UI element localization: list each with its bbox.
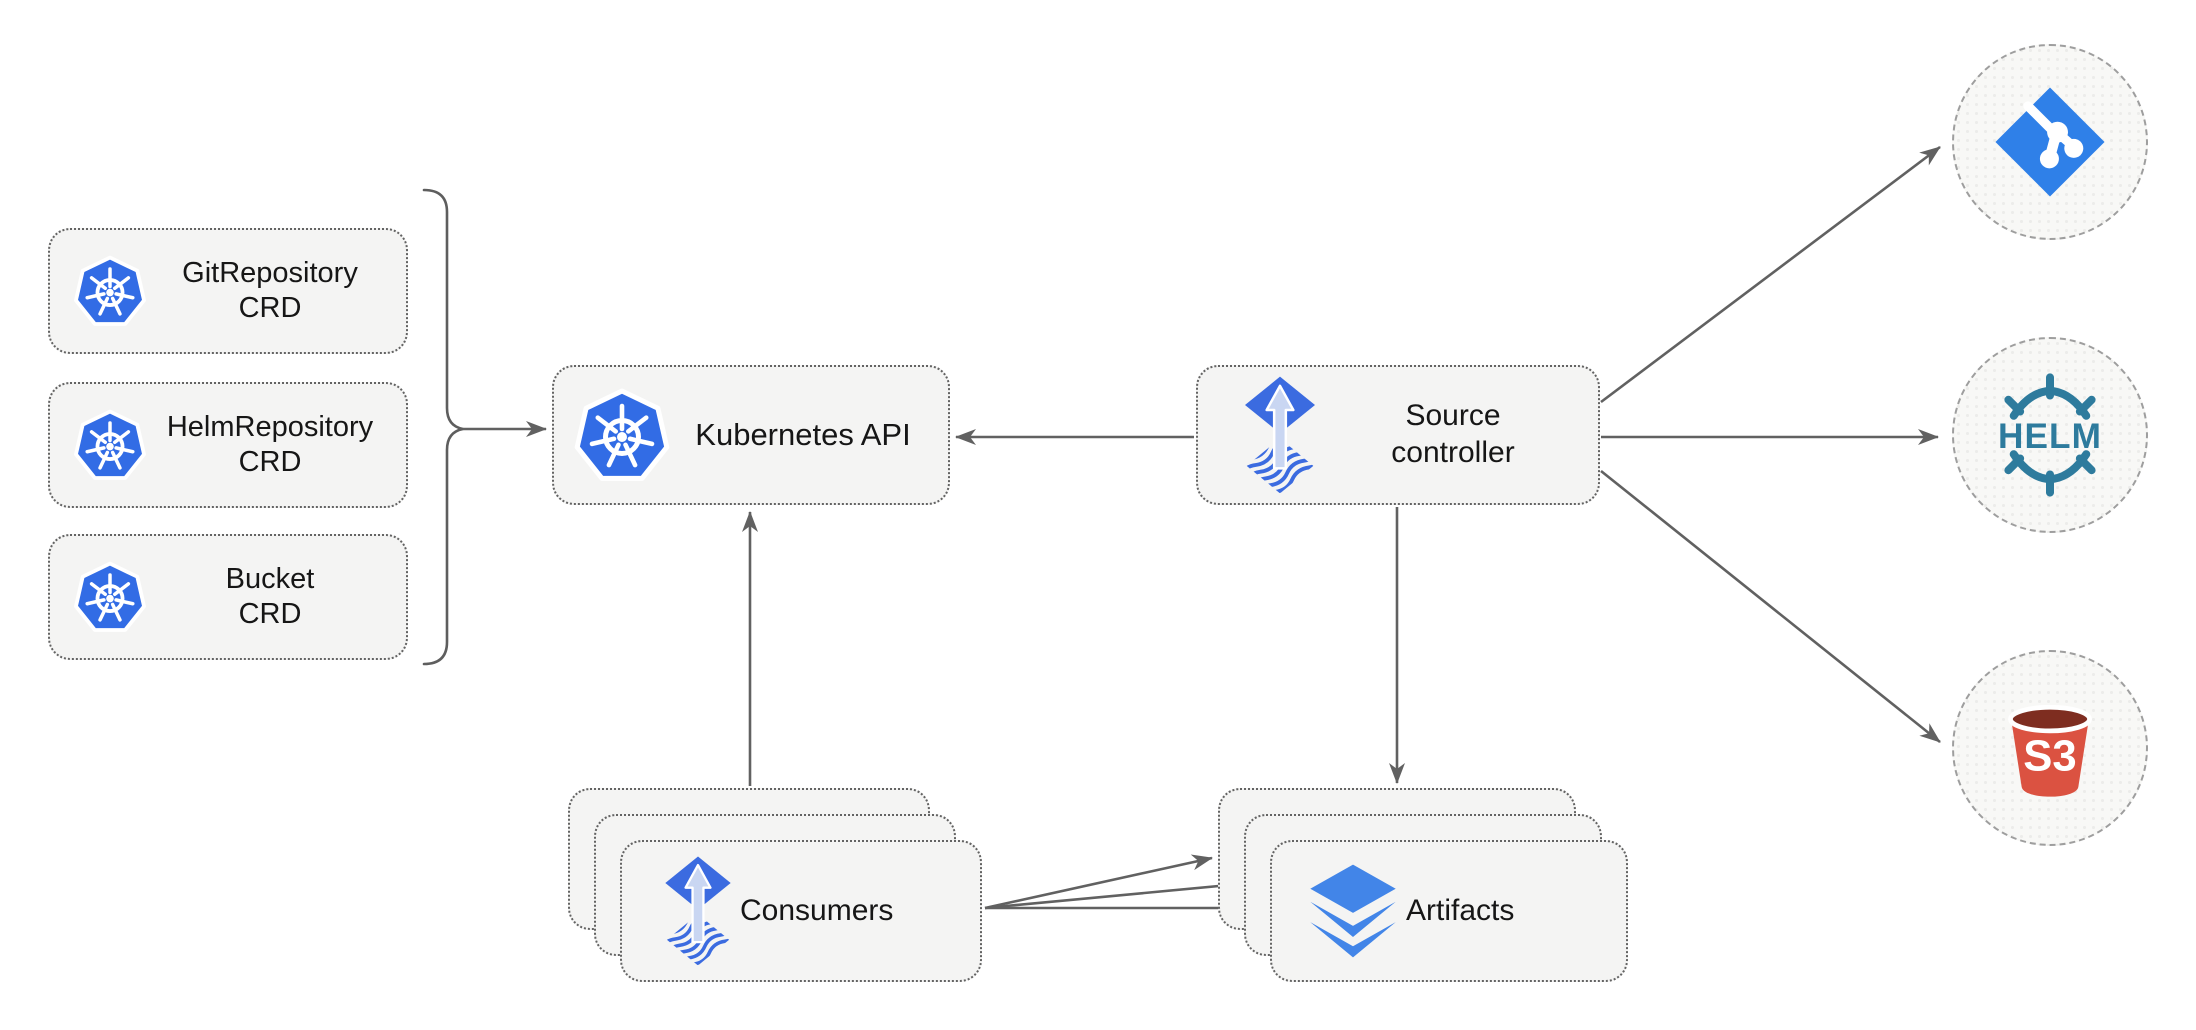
kubernetes-icon bbox=[72, 559, 148, 635]
kubernetes-api-label: Kubernetes API bbox=[695, 417, 911, 453]
kubernetes-icon bbox=[72, 407, 148, 483]
bucket-crd-label-line1: Bucket bbox=[225, 562, 315, 595]
arrow-consumers-to-artifacts-1 bbox=[984, 854, 1213, 910]
source-controller-label-line2: controller bbox=[1391, 436, 1515, 469]
gitrepository-crd-label-line1: GitRepository bbox=[182, 256, 358, 289]
s3-bucket-icon: S3 bbox=[1991, 689, 2109, 807]
helm-icon: HELM bbox=[1998, 371, 2102, 499]
kubernetes-icon bbox=[72, 253, 148, 329]
external-git bbox=[1952, 44, 2148, 240]
git-icon bbox=[1992, 84, 2108, 200]
source-controller-label-line1: Source bbox=[1405, 399, 1501, 433]
consumers-label: Consumers bbox=[740, 894, 894, 927]
arrow-source-controller-to-s3 bbox=[1600, 469, 1941, 744]
artifacts-label: Artifacts bbox=[1406, 894, 1515, 927]
node-source-controller: Source controller bbox=[1196, 365, 1600, 505]
bucket-crd-label: Bucket CRD bbox=[148, 562, 392, 633]
layers-icon bbox=[1300, 859, 1406, 963]
s3-label: S3 bbox=[2023, 731, 2076, 780]
crd-group-bracket bbox=[422, 188, 464, 666]
node-gitrepository-crd: GitRepository CRD bbox=[48, 228, 408, 354]
arrow-source-controller-to-git bbox=[1600, 145, 1941, 404]
gitrepository-crd-label: GitRepository CRD bbox=[148, 256, 392, 327]
external-s3: S3 bbox=[1952, 650, 2148, 846]
node-artifacts: Artifacts bbox=[1270, 840, 1628, 982]
kubernetes-icon bbox=[572, 385, 672, 485]
node-consumers: Consumers bbox=[620, 840, 982, 982]
gitrepository-crd-label-line2: CRD bbox=[238, 292, 302, 324]
helmrepository-crd-label-line1: HelmRepository bbox=[166, 410, 374, 443]
arrow-consumers-to-artifacts-2 bbox=[984, 877, 1241, 910]
helmrepository-crd-label: HelmRepository CRD bbox=[148, 410, 392, 481]
bucket-crd-label-line2: CRD bbox=[238, 598, 302, 630]
flux-icon bbox=[656, 855, 740, 967]
source-controller-label: Source controller bbox=[1326, 398, 1580, 471]
node-helmrepository-crd: HelmRepository CRD bbox=[48, 382, 408, 508]
helm-label: HELM bbox=[1998, 417, 2102, 456]
flux-icon bbox=[1234, 375, 1326, 495]
helmrepository-crd-label-line2: CRD bbox=[238, 446, 302, 478]
node-bucket-crd: Bucket CRD bbox=[48, 534, 408, 660]
node-kubernetes-api: Kubernetes API bbox=[552, 365, 950, 505]
external-helm: HELM bbox=[1952, 337, 2148, 533]
